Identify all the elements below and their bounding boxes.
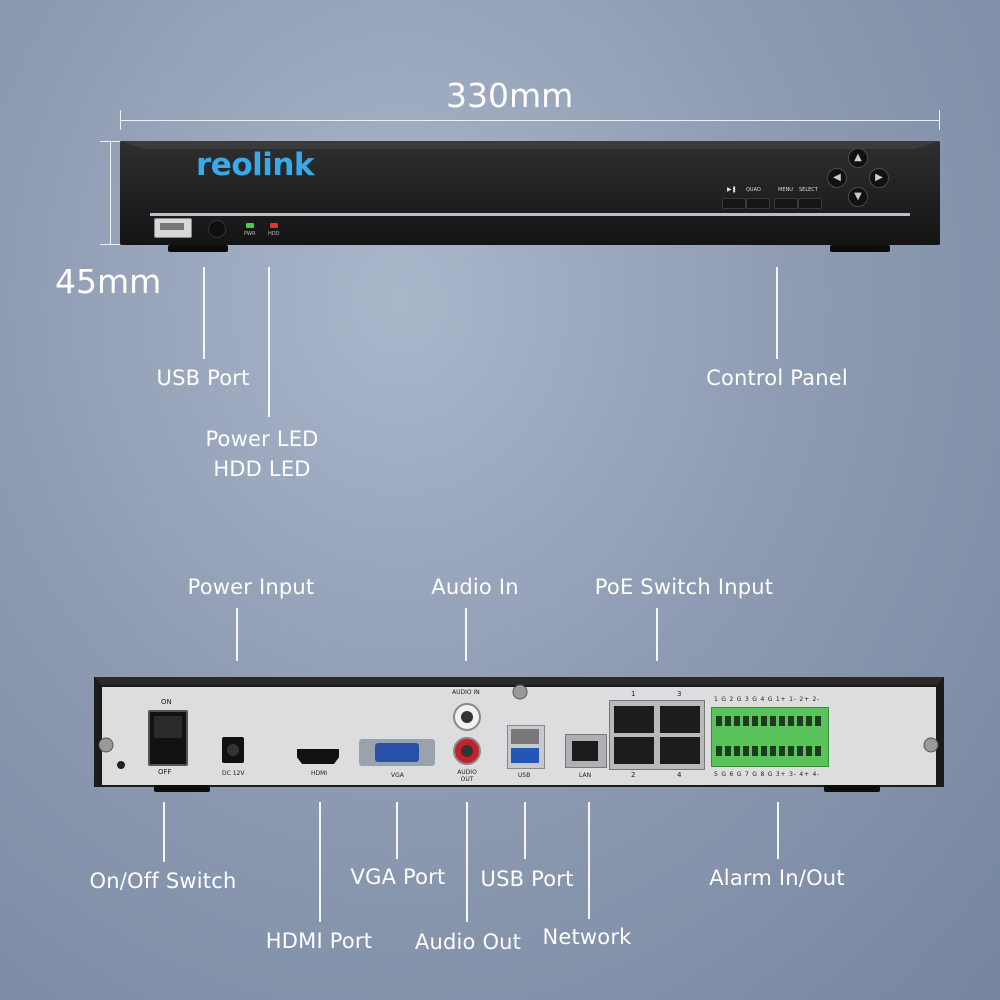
down-arrow-button[interactable]: ▼ (848, 187, 868, 207)
alarm-terminal-block[interactable] (711, 707, 829, 767)
power-input-label: Power Input (187, 575, 315, 599)
control-panel-callout-line (776, 267, 778, 359)
hdd-led-label: HDD (268, 231, 280, 237)
lan-label: LAN (579, 772, 592, 779)
vga-port[interactable] (359, 739, 435, 766)
usb-rear-callout-line (524, 802, 526, 859)
poe-switch-input-label: PoE Switch Input (594, 575, 774, 599)
up-arrow-button[interactable]: ▲ (848, 148, 868, 168)
front-usb-port[interactable] (154, 218, 192, 238)
vga-port-label: VGA Port (350, 865, 446, 889)
network-label: Network (542, 925, 632, 949)
off-label: OFF (158, 768, 172, 776)
height-dimension: 45mm (55, 262, 162, 301)
vga-label: VGA (391, 772, 404, 779)
left-arrow-button[interactable]: ◀ (827, 168, 847, 188)
reolink-logo: reolink (196, 147, 315, 183)
menu-label: MENU (778, 187, 793, 193)
alarm-top-labels: 1 G 2 G 3 G 4 G 1+ 1- 2+ 2- (714, 696, 821, 703)
front-panel: reolink PWR HDD ▶❚ QUAD MENU SELECT ▲ ◀ … (120, 141, 940, 252)
hdmi-callout-line (319, 802, 321, 922)
poe-4-label: 4 (677, 771, 682, 779)
poe-1-label: 1 (631, 690, 636, 698)
alarm-bottom-labels: 5 G 6 G 7 G 8 G 3+ 3- 4+ 4- (714, 771, 821, 778)
led-callout-line (268, 267, 270, 417)
poe-2-label: 2 (631, 771, 636, 779)
vga-callout-line (396, 802, 398, 859)
control-panel-label: Control Panel (706, 366, 848, 390)
front-usb-port-label: USB Port (156, 366, 250, 390)
on-off-switch-label: On/Off Switch (89, 869, 237, 893)
width-dimension: 330mm (446, 76, 574, 115)
on-off-callout-line (163, 802, 165, 862)
height-dimension-line (110, 141, 111, 245)
usb-label: USB (518, 772, 531, 779)
rear-usb-ports[interactable] (507, 725, 545, 769)
on-label: ON (161, 698, 172, 706)
width-tick-right (939, 110, 940, 130)
on-off-switch[interactable] (148, 710, 188, 766)
width-tick-left (120, 110, 121, 130)
play-pause-label: ▶❚ (727, 186, 737, 193)
quad-button[interactable] (746, 198, 770, 209)
right-arrow-button[interactable]: ▶ (869, 168, 889, 188)
poe-ports[interactable] (609, 700, 705, 770)
audio-out-label: Audio Out (414, 930, 522, 954)
height-tick-top (100, 141, 120, 142)
hdmi-port-label: HDMI Port (265, 929, 373, 953)
usb-port-callout-line (203, 267, 205, 359)
lan-port[interactable] (565, 734, 607, 768)
hdd-led-callout-label: HDD LED (213, 457, 311, 481)
width-dimension-line (120, 120, 940, 121)
alarm-in-out-label: Alarm In/Out (709, 866, 845, 890)
menu-button[interactable] (774, 198, 798, 209)
audio-out-panel-label: AUDIO OUT (457, 769, 477, 783)
network-callout-line (588, 802, 590, 919)
select-button[interactable] (798, 198, 822, 209)
audio-in-label: Audio In (431, 575, 519, 599)
audio-out-callout-line (466, 802, 468, 922)
quad-label: QUAD (746, 187, 761, 193)
audio-in-callout-line (465, 608, 467, 661)
hdd-led (270, 223, 278, 228)
hdmi-port[interactable] (297, 749, 339, 764)
rear-usb-port-label: USB Port (480, 867, 574, 891)
audio-in-panel-label: AUDIO IN (452, 689, 480, 696)
poe-3-label: 3 (677, 690, 682, 698)
rear-panel: ON OFF DC 12V HDMI VGA AUDIO IN AUDIO OU… (94, 677, 944, 792)
pwr-led (246, 223, 254, 228)
select-label: SELECT (799, 187, 818, 193)
dc-label: DC 12V (222, 770, 245, 777)
height-tick-bottom (100, 244, 120, 245)
audio-in-jack[interactable] (453, 703, 481, 731)
ir-receiver (208, 220, 226, 238)
power-led-label: Power LED (205, 427, 319, 451)
play-pause-button[interactable] (722, 198, 746, 209)
power-input-callout-line (236, 608, 238, 661)
audio-out-jack[interactable] (453, 737, 481, 765)
poe-callout-line (656, 608, 658, 661)
pwr-led-label: PWR (244, 231, 256, 237)
front-panel-body (120, 141, 940, 252)
hdmi-label: HDMI (311, 770, 328, 777)
dc-power-jack[interactable] (222, 737, 244, 763)
alarm-callout-line (777, 802, 779, 859)
